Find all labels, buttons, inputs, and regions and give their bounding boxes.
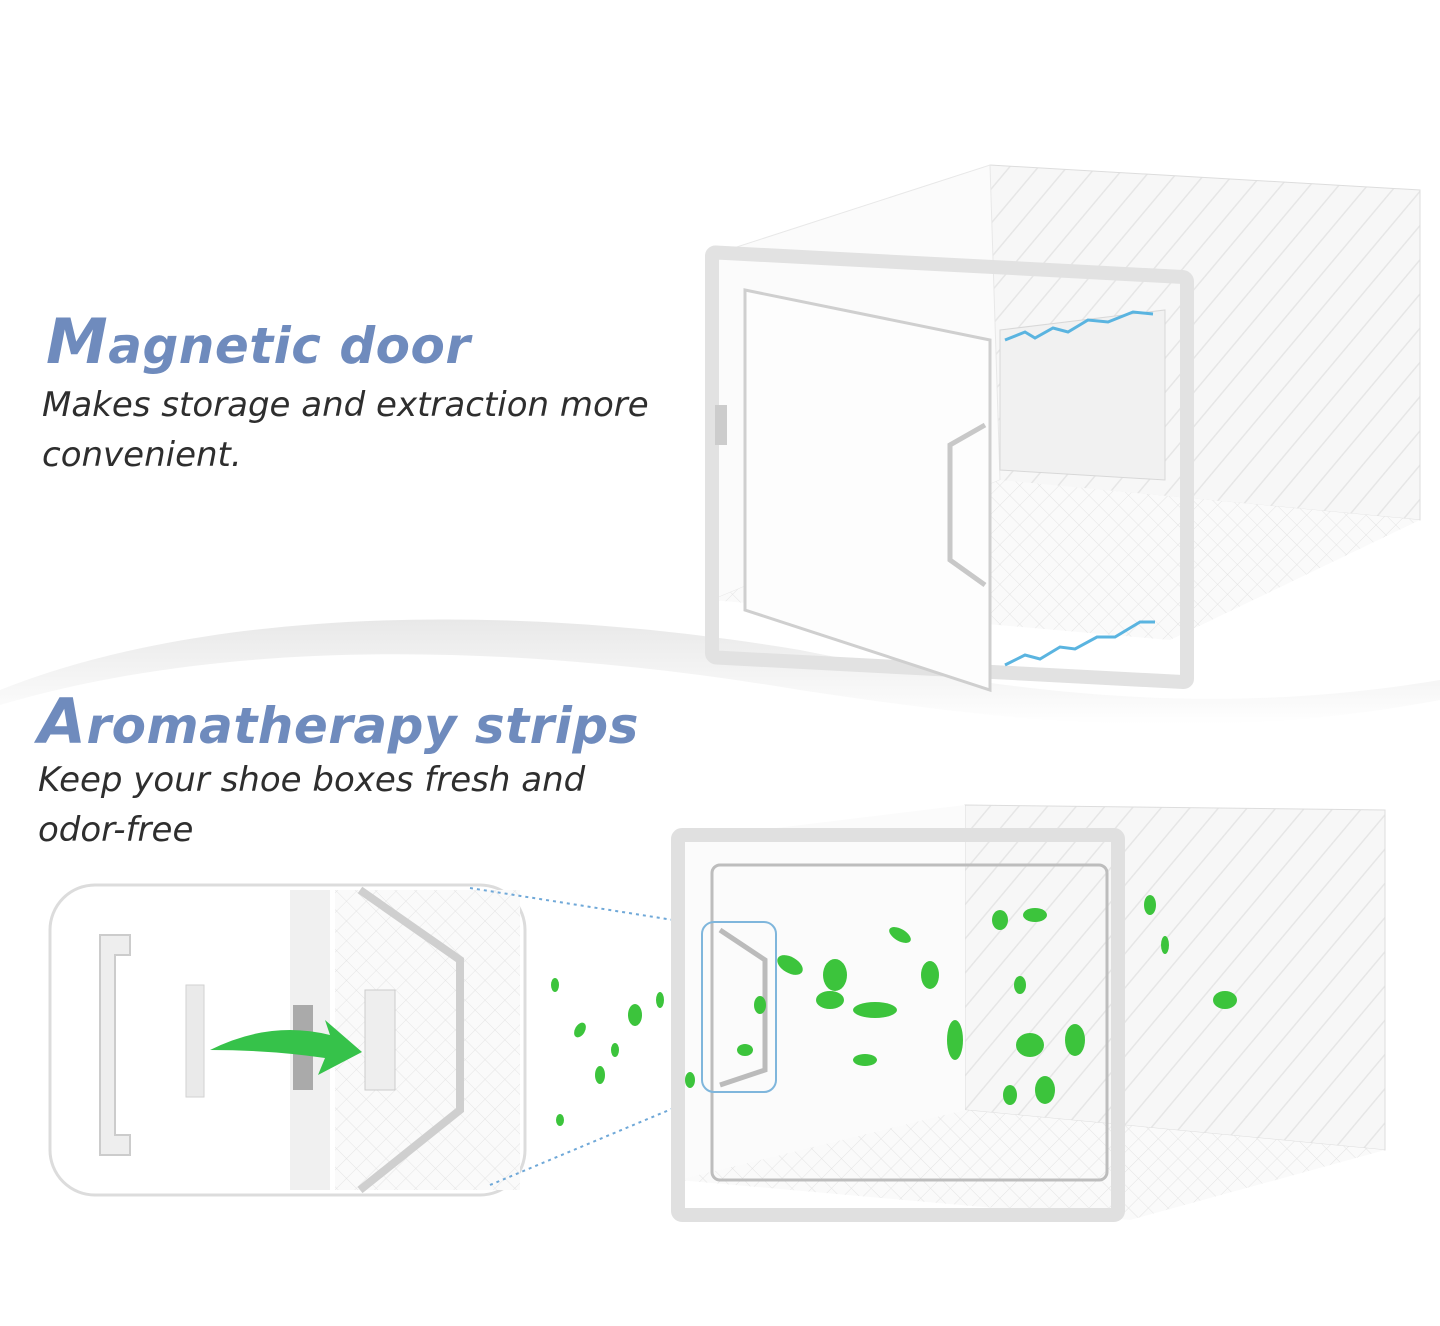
- magnet-spark-icon: [1004, 620, 1155, 667]
- handle-highlight: [701, 921, 777, 1093]
- feature-title-magnetic-door: Magnetic door: [46, 305, 470, 378]
- wave-divider: [0, 619, 1440, 725]
- feature-description-magnetic-door: Makes storage and extraction more conven…: [42, 380, 649, 480]
- magnet-spark-icon: [1004, 310, 1154, 342]
- description-line: Keep your shoe boxes fresh and: [38, 760, 586, 800]
- title-initial: A: [38, 685, 87, 758]
- title-rest: romatherapy strips: [86, 697, 639, 755]
- title-initial: M: [46, 305, 109, 378]
- insert-arrow-icon: [210, 1020, 362, 1075]
- inset-detail: [48, 883, 706, 1197]
- description-line: odor-free: [38, 810, 194, 850]
- shoe-box-magnetic-door: [705, 164, 1421, 693]
- leaf-particles: [551, 895, 1237, 1126]
- feature-title-aromatherapy-strips: Aromatherapy strips: [38, 685, 639, 758]
- title-rest: agnetic door: [108, 317, 471, 375]
- feature-description-aromatherapy: Keep your shoe boxes fresh and odor-free: [38, 755, 585, 855]
- description-line: convenient.: [42, 435, 242, 475]
- description-line: Makes storage and extraction more: [42, 385, 649, 425]
- shoe-box-aromatherapy: [551, 804, 1386, 1222]
